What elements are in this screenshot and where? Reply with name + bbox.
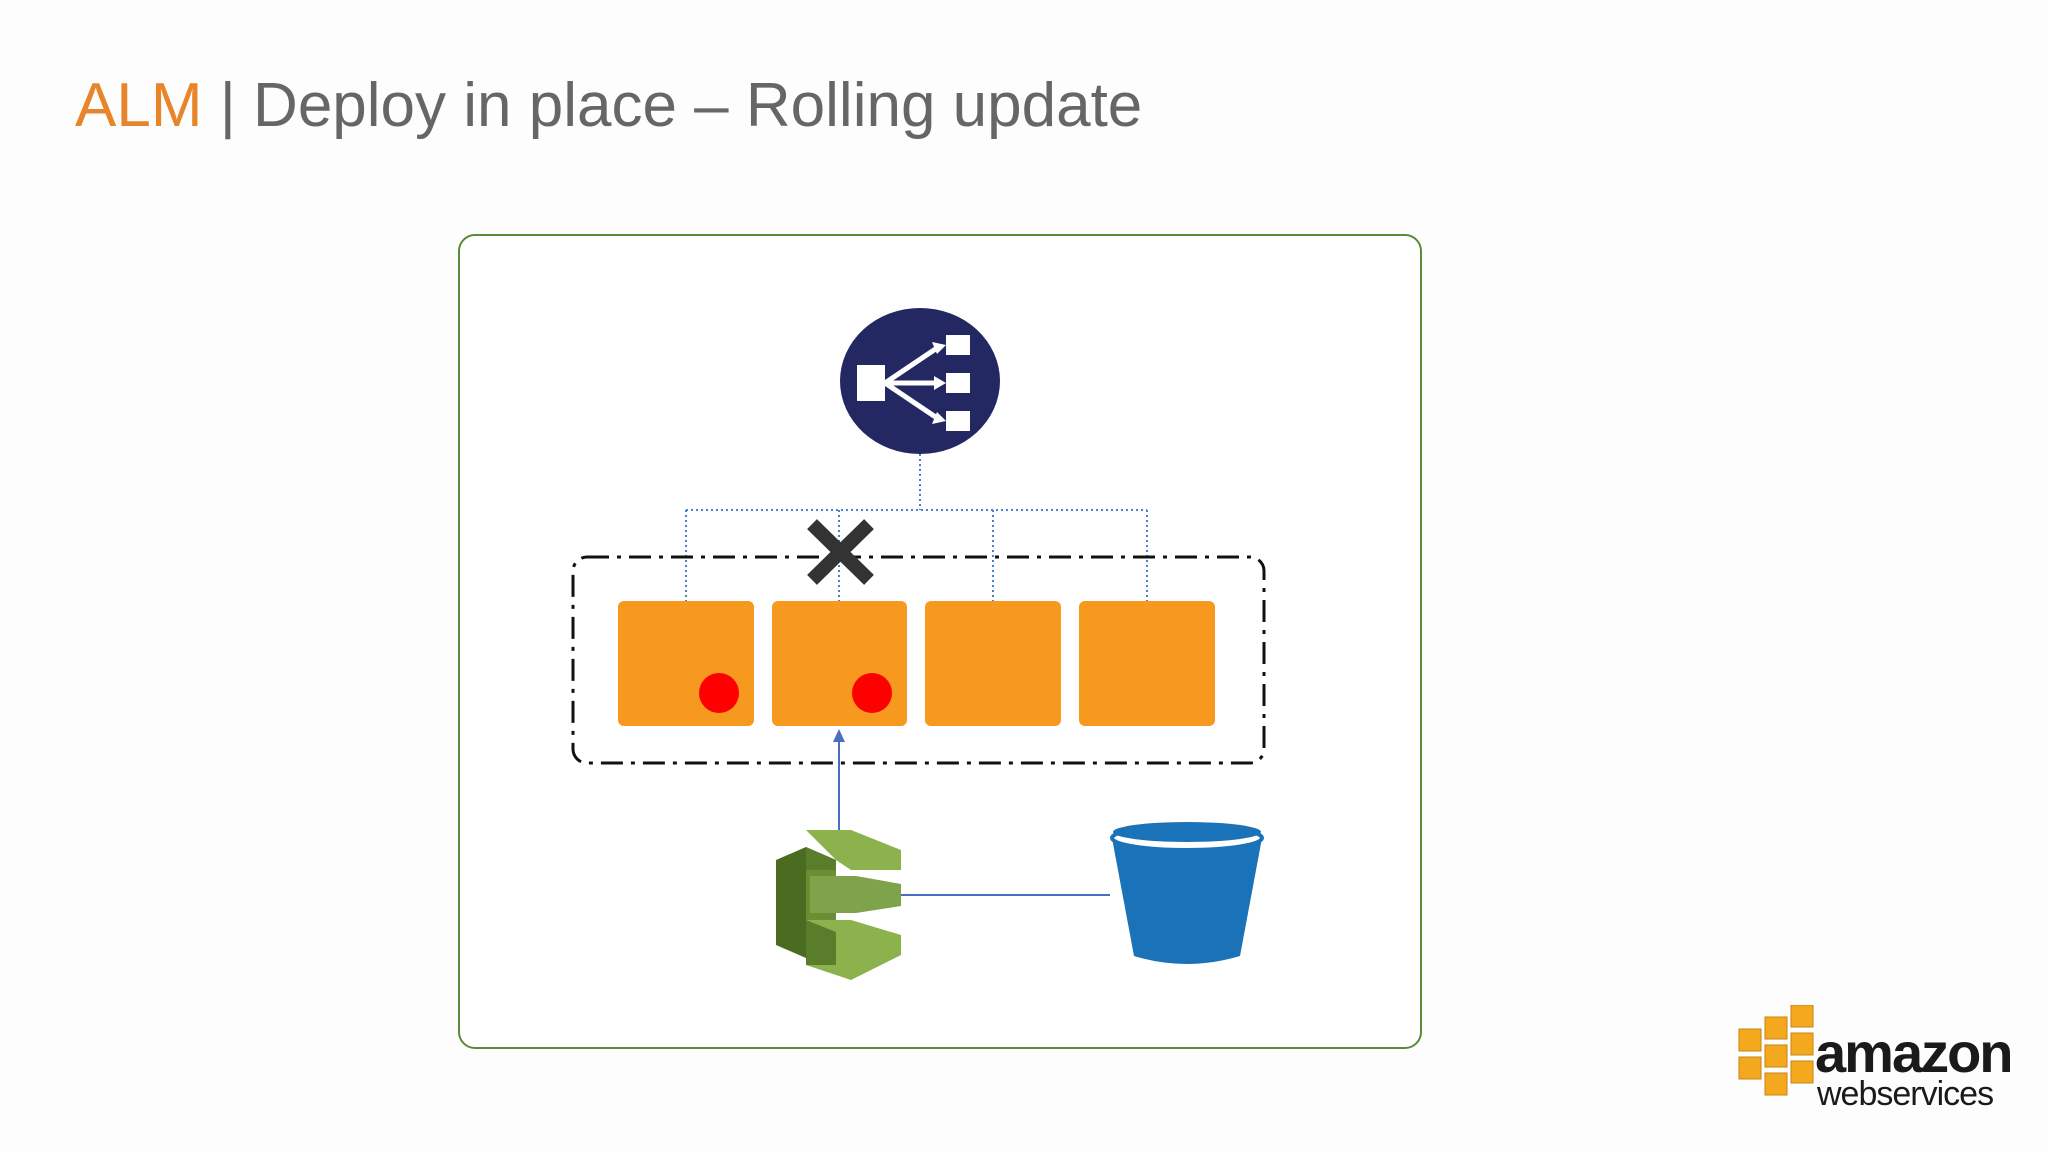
aws-logo-line2: webservices xyxy=(1817,1075,1994,1113)
instance-4 xyxy=(1079,601,1215,726)
instance-group-boundary xyxy=(571,555,1266,765)
aws-logo: amazon webservices xyxy=(1735,1005,2015,1115)
title-accent: ALM xyxy=(75,71,203,140)
new-version-marker xyxy=(852,673,892,713)
elastic-load-balancer-icon xyxy=(840,308,1000,454)
s3-bucket-icon xyxy=(1110,822,1264,964)
instance-1 xyxy=(618,601,754,726)
instance-2 xyxy=(772,601,907,726)
removed-from-load-balancer-icon xyxy=(807,519,874,585)
title-text: | Deploy in place – Rolling update xyxy=(202,71,1143,140)
instance-3 xyxy=(925,601,1061,726)
codedeploy-icon xyxy=(776,830,901,980)
new-version-marker xyxy=(699,673,739,713)
slide-title: ALM | Deploy in place – Rolling update xyxy=(75,66,1142,146)
aws-logo-line1: amazon xyxy=(1815,1021,2013,1084)
aws-cubes-icon xyxy=(1738,1005,1814,1096)
deploy-arrow xyxy=(833,729,845,832)
